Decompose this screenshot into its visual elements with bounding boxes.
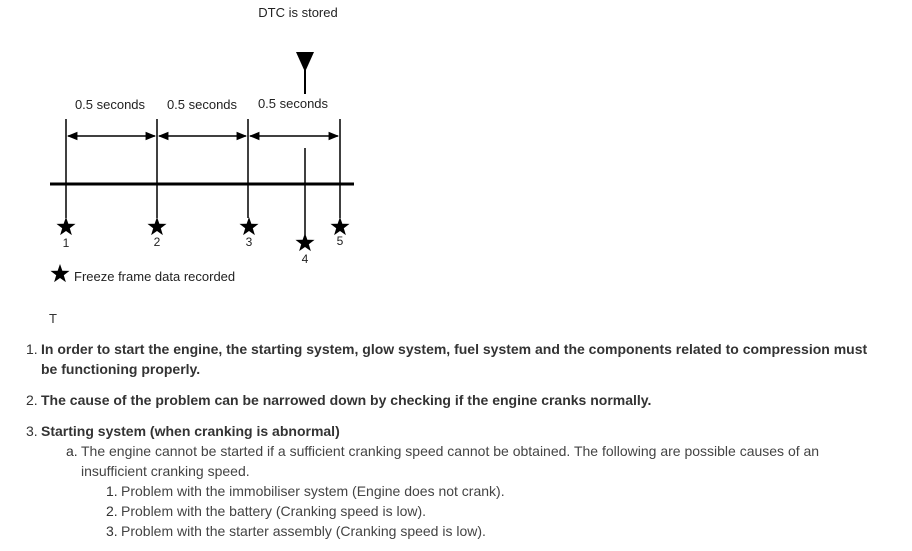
star-icon (50, 264, 70, 283)
cause-item: 3. Problem with the starter assembly (Cr… (0, 521, 880, 541)
cause-item-number: 1. (106, 483, 118, 499)
legend-label: Freeze frame data recorded (74, 269, 235, 284)
sub-list-item-text: The engine cannot be started if a suffic… (81, 443, 820, 479)
star-icon (239, 217, 259, 236)
procedure-list: 1. In order to start the engine, the sta… (0, 339, 880, 541)
cause-item-text: Problem with the starter assembly (Crank… (121, 523, 486, 539)
section-mark: T (49, 311, 57, 326)
cause-item-text: Problem with the battery (Cranking speed… (121, 503, 427, 519)
star-number: 4 (302, 252, 309, 266)
star-icon (56, 217, 76, 236)
list-item: 2. The cause of the problem can be narro… (0, 390, 880, 410)
sub-list-item-letter: a. (66, 443, 78, 459)
list-item-text: Starting system (when cranking is abnorm… (41, 423, 340, 439)
cause-item-number: 2. (106, 503, 118, 519)
star-number: 3 (246, 235, 253, 249)
list-item-text: The cause of the problem can be narrowed… (41, 392, 652, 408)
list-item: 1. In order to start the engine, the sta… (0, 339, 880, 379)
star-number: 2 (154, 235, 161, 249)
interval-label-1: 0.5 seconds (75, 97, 146, 112)
sub-list-item: a. The engine cannot be started if a suf… (0, 441, 880, 481)
star-number: 1 (63, 236, 70, 250)
star-icon (330, 217, 350, 236)
list-item: 3. Starting system (when cranking is abn… (0, 421, 880, 441)
star-icon (147, 217, 167, 236)
list-item-number: 1. (26, 341, 38, 357)
cause-item: 1. Problem with the immobiliser system (… (0, 481, 880, 501)
freeze-frame-timing-diagram: DTC is stored 0.5 seconds 0.5 seconds 0.… (50, 5, 354, 284)
cause-item-number: 3. (106, 523, 118, 539)
cause-item-text: Problem with the immobiliser system (Eng… (121, 483, 505, 499)
star-number: 5 (337, 234, 344, 248)
list-item-number: 2. (26, 392, 38, 408)
list-item-text: In order to start the engine, the starti… (41, 341, 868, 377)
interval-tick-lines (65, 119, 341, 235)
list-item-number: 3. (26, 423, 38, 439)
interval-label-2: 0.5 seconds (167, 97, 238, 112)
dtc-stored-label: DTC is stored (258, 5, 337, 20)
down-triangle-icon (296, 52, 314, 94)
interval-label-3: 0.5 seconds (258, 96, 329, 111)
cause-item: 2. Problem with the battery (Cranking sp… (0, 501, 880, 521)
star-icon (295, 233, 315, 252)
